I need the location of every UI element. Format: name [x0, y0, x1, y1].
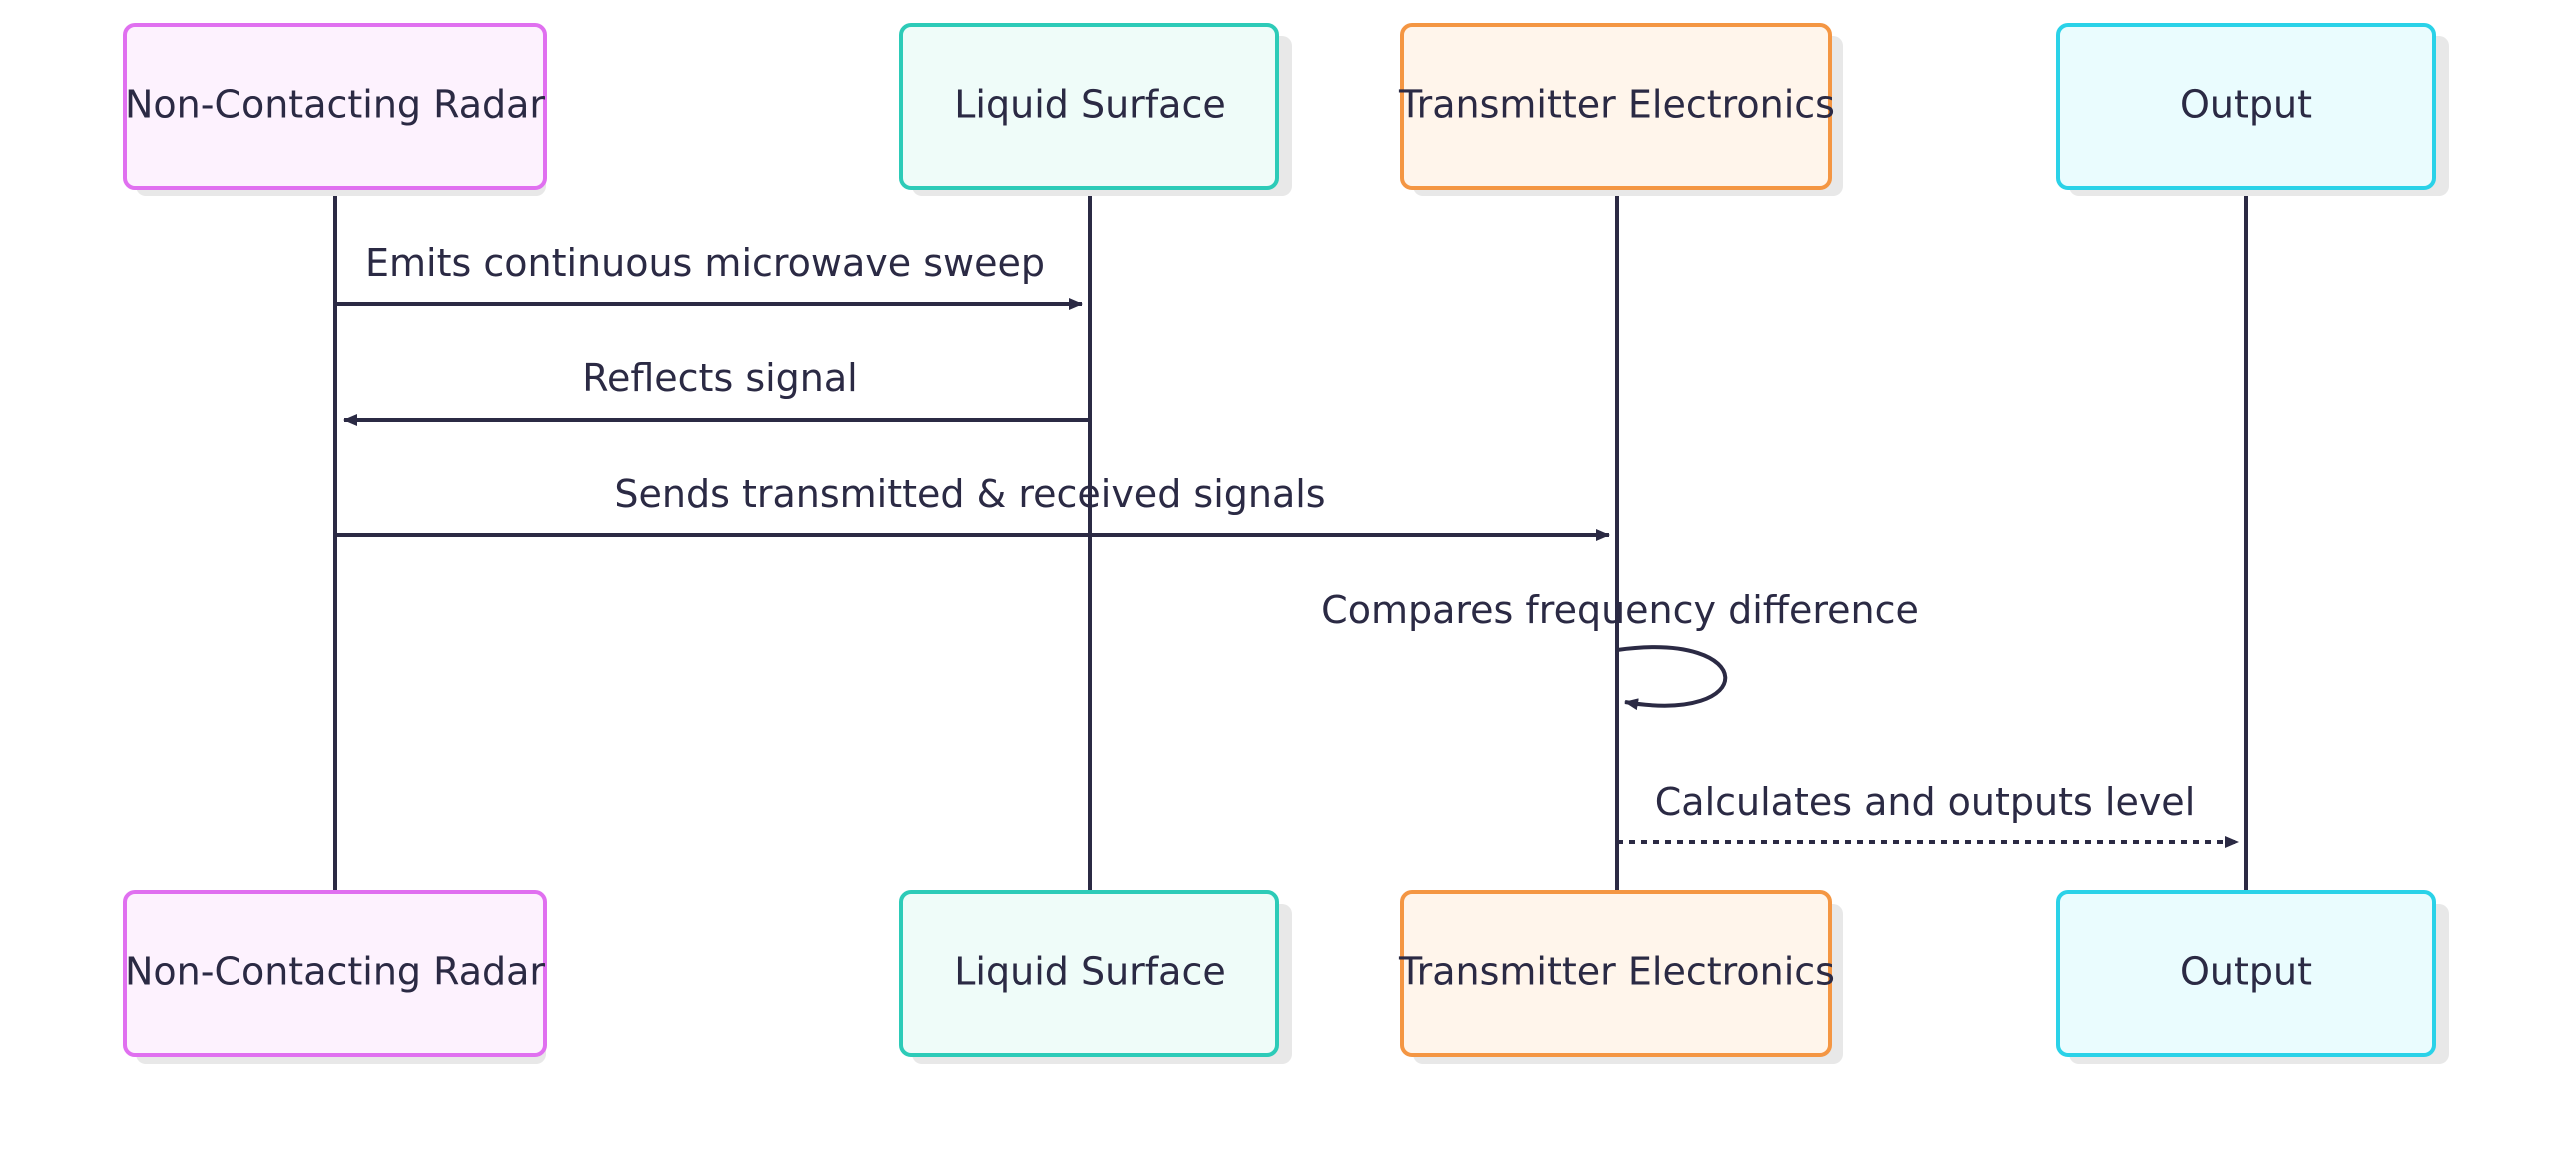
actor-top-liquid: Liquid Surface	[899, 23, 1292, 196]
actor-top-electronics: Transmitter Electronics	[1398, 23, 1843, 196]
message-label-emits-sweep: Emits continuous microwave sweep	[365, 241, 1045, 285]
actor-box-top-electronics	[1400, 23, 1832, 190]
actor-label-bottom-liquid: Liquid Surface	[954, 950, 1225, 994]
lifelines	[333, 190, 2248, 893]
message-outputs-level: Calculates and outputs level	[1617, 780, 2239, 848]
actor-label-bottom-electronics: Transmitter Electronics	[1398, 950, 1835, 994]
actor-label-top-electronics: Transmitter Electronics	[1398, 83, 1835, 127]
actor-label-top-radar: Non-Contacting Radar	[125, 83, 545, 127]
actor-box-top-radar	[123, 23, 547, 190]
actor-label-top-liquid: Liquid Surface	[954, 83, 1225, 127]
message-arrow-compares-frequency	[1616, 645, 1728, 711]
actor-box-bottom-electronics	[1400, 890, 1832, 1057]
actor-box-top-output	[2056, 23, 2436, 190]
actors-bottom: Non-Contacting Radar Liquid Surface Tran…	[123, 890, 2449, 1064]
actor-label-top-output: Output	[2180, 83, 2312, 127]
actor-bottom-radar: Non-Contacting Radar	[123, 890, 547, 1064]
message-emits-sweep: Emits continuous microwave sweep	[335, 241, 1083, 310]
message-label-reflects-signal: Reflects signal	[582, 356, 857, 400]
message-reflects-signal: Reflects signal	[343, 356, 1090, 426]
message-compares-frequency: Compares frequency difference	[1321, 588, 1919, 711]
actor-bottom-liquid: Liquid Surface	[899, 890, 1292, 1064]
actor-box-top-liquid	[899, 23, 1279, 190]
actor-box-bottom-radar	[123, 890, 547, 1057]
actor-box-bottom-output	[2056, 890, 2436, 1057]
actor-label-bottom-output: Output	[2180, 950, 2312, 994]
actors-top: Non-Contacting Radar Liquid Surface Tran…	[123, 23, 2449, 196]
message-label-sends-signals: Sends transmitted & received signals	[614, 472, 1325, 516]
actor-box-bottom-liquid	[899, 890, 1279, 1057]
actor-bottom-electronics: Transmitter Electronics	[1398, 890, 1843, 1064]
message-label-outputs-level: Calculates and outputs level	[1655, 780, 2196, 824]
actor-bottom-output: Output	[2056, 890, 2449, 1064]
actor-top-output: Output	[2056, 23, 2449, 196]
message-label-compares-frequency: Compares frequency difference	[1321, 588, 1919, 632]
messages: Emits continuous microwave sweep Reflect…	[335, 241, 2239, 848]
message-sends-signals: Sends transmitted & received signals	[335, 472, 1610, 541]
actor-top-radar: Non-Contacting Radar	[123, 23, 547, 196]
actor-label-bottom-radar: Non-Contacting Radar	[125, 950, 545, 994]
